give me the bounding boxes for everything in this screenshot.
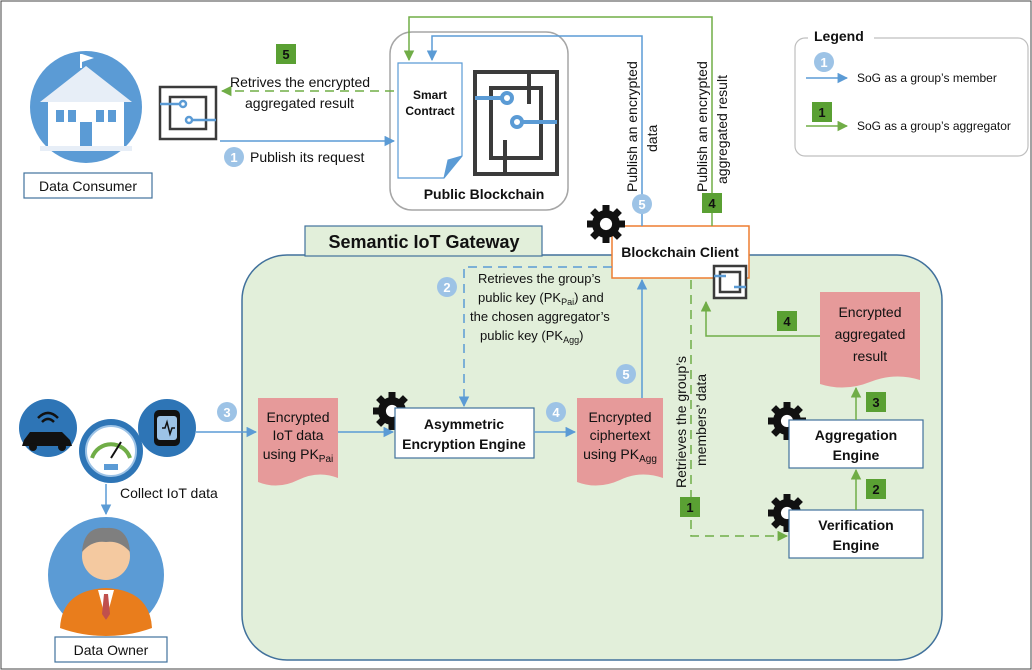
step-badge-blue: 5	[632, 194, 652, 214]
cipher-doc-line1: Encrypted	[588, 409, 651, 425]
svg-text:5: 5	[638, 197, 645, 212]
car-wifi-icon	[19, 399, 77, 457]
publish-data-arrow	[426, 35, 643, 226]
iot-doc-line1: Encrypted	[266, 409, 329, 425]
iot-doc-line3: using PKPai	[263, 446, 334, 465]
legend-member-label: SoG as a group’s member	[857, 71, 997, 85]
svg-text:2: 2	[443, 280, 450, 295]
aggregation-engine-line1: Aggregation	[815, 427, 897, 443]
group-key-label-4: public key (PKAgg)	[480, 328, 583, 345]
svg-text:2: 2	[872, 482, 879, 497]
iot-data-document	[258, 398, 338, 486]
cipher-doc-line2: ciphertext	[590, 427, 651, 443]
step-badge-blue: 5	[616, 364, 636, 384]
step-badge-blue: 1	[224, 147, 244, 167]
step-badge-green: 1	[680, 497, 700, 517]
verification-engine-line1: Verification	[818, 517, 893, 533]
group-key-label-2: public key (PKPai) and	[478, 290, 604, 307]
result-to-client-arrow	[700, 300, 820, 337]
group-key-label-1: Retrieves the group’s	[478, 271, 601, 286]
asym-engine-line2: Encryption Engine	[402, 436, 526, 452]
legend-aggregator-label: SoG as a group’s aggregator	[857, 119, 1011, 133]
members-data-arrow	[690, 280, 789, 542]
step-badge-green: 4	[777, 311, 797, 331]
svg-text:4: 4	[783, 314, 791, 329]
svg-text:3: 3	[872, 395, 879, 410]
ciphertext-document	[577, 398, 663, 486]
step-badge-green: 5	[276, 44, 296, 64]
asymmetric-engine-box	[394, 407, 535, 459]
group-key-label-3: the chosen aggregator’s	[470, 309, 610, 324]
data-consumer-icon	[30, 51, 142, 163]
legend-box	[794, 37, 1029, 157]
data-consumer-box	[23, 172, 153, 199]
svg-text:5: 5	[622, 367, 629, 382]
gear-icon	[587, 205, 625, 243]
cipher-doc-line3: using PKAgg	[583, 446, 657, 465]
step-badge-green: 2	[866, 479, 886, 499]
iot-doc-line2: IoT data	[272, 427, 323, 443]
smart-contract-label-1: Smart	[413, 88, 447, 102]
data-owner-icon	[48, 517, 164, 636]
aggregated-result-document	[820, 292, 920, 388]
smart-contract-fold	[443, 155, 463, 179]
collect-label: Collect IoT data	[120, 485, 218, 501]
asym-engine-line1: Asymmetric	[424, 416, 504, 432]
legend-title: Legend	[814, 28, 864, 44]
publish-request-label: Publish its request	[250, 149, 365, 165]
agg-doc-line3: result	[853, 348, 887, 364]
data-owner-label: Data Owner	[74, 642, 149, 658]
legend-aggregator-badge: 1	[812, 102, 832, 122]
gauge-icon	[79, 419, 143, 483]
gateway-title: Semantic IoT Gateway	[328, 232, 519, 252]
svg-text:4: 4	[708, 196, 716, 211]
gateway-title-box	[304, 225, 543, 257]
legend-member-badge: 1	[814, 52, 834, 72]
publish-aggregated-arrow	[403, 16, 713, 226]
smartwatch-icon	[138, 399, 196, 457]
svg-text:5: 5	[282, 47, 289, 62]
smart-contract-label-2: Contract	[405, 104, 454, 118]
step-badge-blue: 3	[217, 402, 237, 422]
svg-text:1: 1	[230, 150, 237, 165]
consumer-blockchain-icon	[158, 85, 218, 141]
verification-engine-box	[788, 509, 924, 559]
blockchain-icon	[473, 70, 559, 176]
legend-title-bg	[808, 26, 874, 46]
client-blockchain-icon	[712, 264, 748, 300]
svg-text:1: 1	[686, 500, 693, 515]
group-key-arrow	[458, 266, 612, 408]
svg-text:1: 1	[818, 105, 825, 120]
agg-doc-line1: Encrypted	[838, 304, 901, 320]
blockchain-client-label: Blockchain Client	[621, 244, 739, 260]
retrieve-result-label-1: Retrives the encrypted	[230, 74, 370, 90]
aggregation-engine-line2: Engine	[833, 447, 880, 463]
step-badge-green: 4	[702, 193, 722, 213]
svg-text:4: 4	[552, 405, 560, 420]
step-badge-blue: 2	[437, 277, 457, 297]
data-owner-box	[54, 636, 168, 663]
verification-engine-line2: Engine	[833, 537, 880, 553]
public-blockchain-title: Public Blockchain	[424, 186, 545, 202]
data-consumer-label: Data Consumer	[39, 178, 137, 194]
svg-text:1: 1	[820, 55, 827, 70]
retrieve-result-label-2: aggregated result	[245, 95, 354, 111]
svg-text:3: 3	[223, 405, 230, 420]
step-badge-blue: 4	[546, 402, 566, 422]
step-badge-green: 3	[866, 392, 886, 412]
agg-doc-line2: aggregated	[835, 326, 906, 342]
